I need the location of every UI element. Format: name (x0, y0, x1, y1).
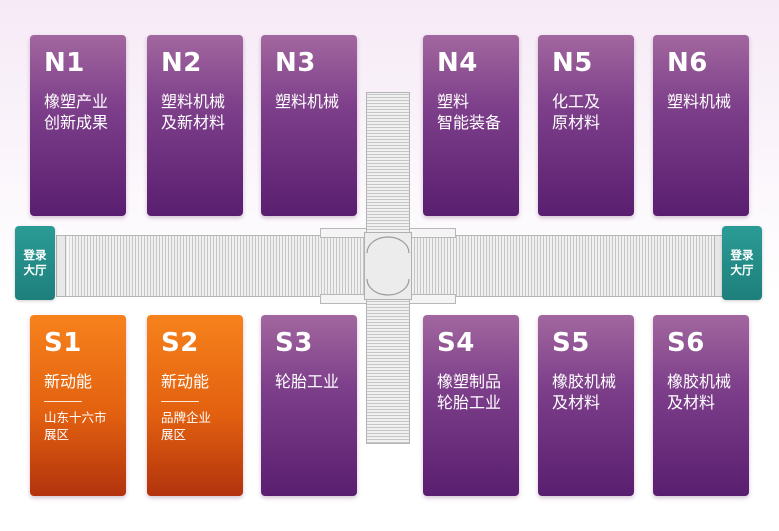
hall-description: 轮胎工业 (275, 372, 340, 391)
junction-arm-se (406, 294, 456, 304)
junction-arm-sw (320, 294, 370, 304)
hall-n2[interactable]: N2 塑料机械 及新材料 (147, 35, 243, 216)
hall-code: N5 (552, 48, 593, 78)
hall-code: N1 (44, 48, 85, 78)
hall-s3[interactable]: S3 轮胎工业 (261, 315, 357, 496)
hall-code: N4 (437, 48, 478, 78)
lobby-east[interactable]: 登录 大厅 (722, 226, 762, 300)
hall-code: S4 (437, 328, 475, 358)
hall-n4[interactable]: N4 塑料 智能装备 (423, 35, 519, 216)
hall-n3[interactable]: N3 塑料机械 (261, 35, 357, 216)
hall-n5[interactable]: N5 化工及 原材料 (538, 35, 634, 216)
hall-code: S1 (44, 328, 82, 358)
hall-code: N2 (161, 48, 202, 78)
hall-n6[interactable]: N6 塑料机械 (653, 35, 749, 216)
junction-arches (366, 236, 410, 296)
hall-code: S2 (161, 328, 199, 358)
hall-code: S6 (667, 328, 705, 358)
hall-description: 塑料机械 及新材料 (161, 92, 226, 132)
hall-code: N6 (667, 48, 708, 78)
hall-subtitle: 品牌企业 展区 (161, 410, 212, 442)
hall-description: 橡胶机械 及材料 (552, 372, 617, 412)
hall-code: S3 (275, 328, 313, 358)
hall-description: 橡塑制品 轮胎工业 (437, 372, 502, 412)
hall-description: 塑料机械 (275, 92, 340, 111)
central-junction (364, 232, 412, 300)
hall-subtitle: 山东十六市 展区 (44, 410, 107, 442)
hall-divider (161, 401, 199, 402)
hall-s4[interactable]: S4 橡塑制品 轮胎工业 (423, 315, 519, 496)
hall-description: 新动能 (44, 372, 93, 391)
hall-description: 橡胶机械 及材料 (667, 372, 732, 412)
junction-arm-nw (320, 228, 370, 238)
hall-description: 橡塑产业 创新成果 (44, 92, 109, 132)
hall-s1[interactable]: S1 新动能山东十六市 展区 (30, 315, 126, 496)
hall-description: 塑料机械 (667, 92, 732, 111)
lobby-west[interactable]: 登录 大厅 (15, 226, 55, 300)
hall-code: S5 (552, 328, 590, 358)
hall-description: 化工及 原材料 (552, 92, 601, 132)
hall-description: 塑料 智能装备 (437, 92, 502, 132)
hall-code: N3 (275, 48, 316, 78)
junction-arm-ne (406, 228, 456, 238)
hall-description: 新动能 (161, 372, 210, 391)
hall-n1[interactable]: N1 橡塑产业 创新成果 (30, 35, 126, 216)
corridor-west-end (56, 235, 66, 297)
hall-s5[interactable]: S5 橡胶机械 及材料 (538, 315, 634, 496)
hall-s6[interactable]: S6 橡胶机械 及材料 (653, 315, 749, 496)
hall-divider (44, 401, 82, 402)
hall-s2[interactable]: S2 新动能品牌企业 展区 (147, 315, 243, 496)
